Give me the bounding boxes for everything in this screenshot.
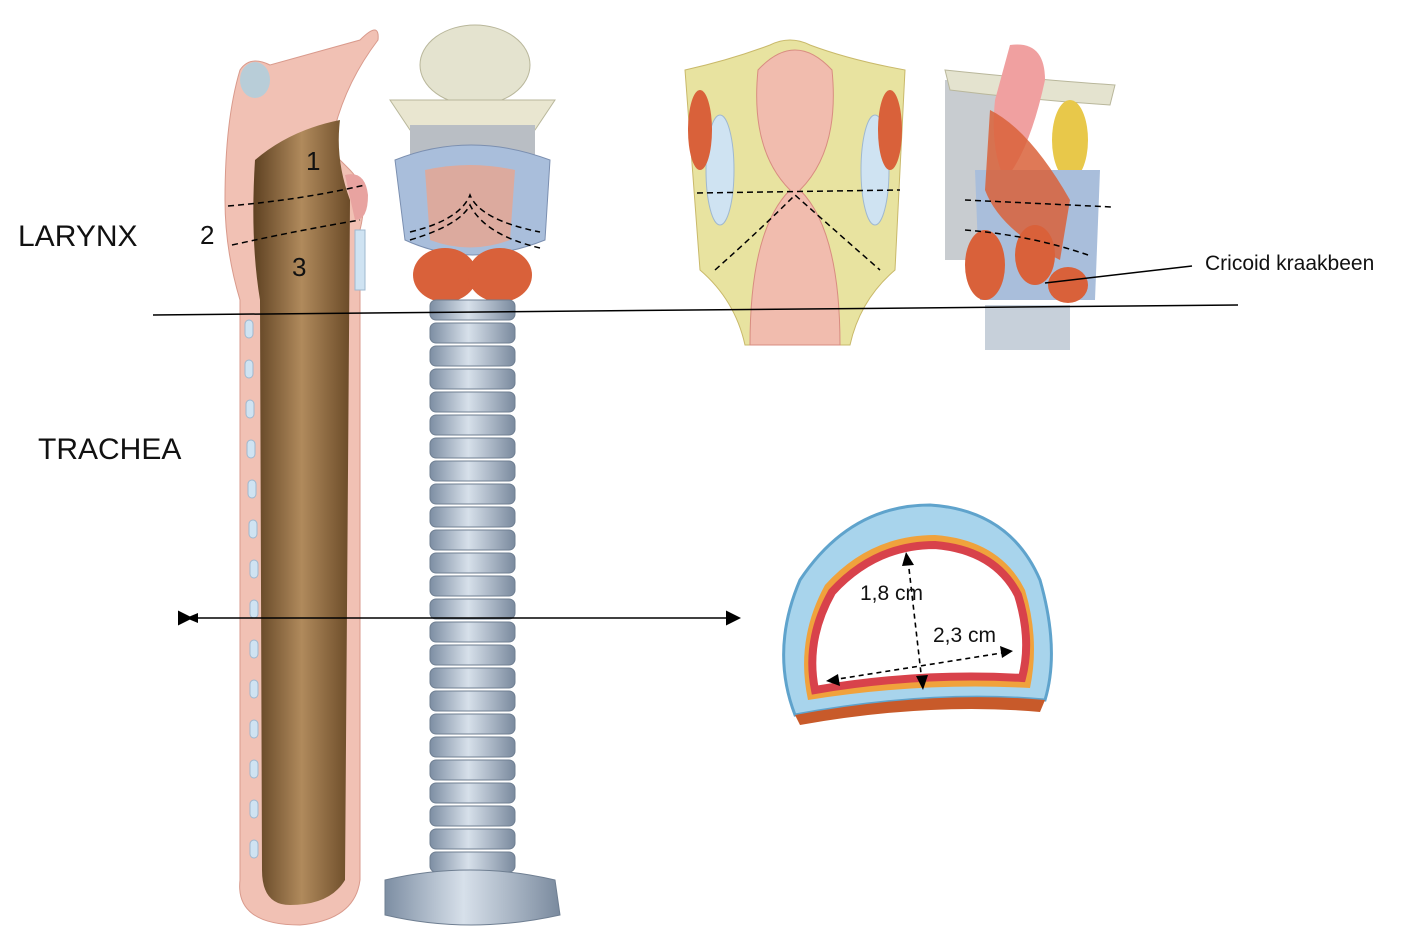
tracheal-ring: [429, 299, 516, 321]
tracheal-ring: [429, 391, 516, 413]
region-1-label: 1: [306, 146, 320, 176]
tracheal-ring: [429, 828, 516, 850]
tracheal-ring: [429, 736, 516, 758]
tracheal-ring: [429, 483, 516, 505]
tracheal-ring: [429, 598, 516, 620]
tracheal-ring: [429, 713, 516, 735]
tracheal-ring: [429, 644, 516, 666]
trachea-front-view: [384, 24, 561, 926]
cricoid-label: Cricoid kraakbeen: [1205, 252, 1374, 275]
tracheal-ring: [429, 552, 516, 574]
tracheal-ring: [429, 575, 516, 597]
width-measure-label: 2,3 cm: [933, 624, 996, 647]
tracheal-ring: [429, 621, 516, 643]
coronal-section: [684, 39, 906, 346]
lateral-larynx-view: Cricoid kraakbeen: [944, 44, 1374, 350]
region-3-label: 3: [292, 252, 306, 282]
larynx-label: LARYNX: [18, 220, 138, 253]
tracheal-ring: [429, 805, 516, 827]
tracheal-ring: [429, 667, 516, 689]
tracheal-ring: [429, 759, 516, 781]
tracheal-ring: [429, 368, 516, 390]
arrow-head-left: [186, 613, 198, 623]
larynx-trachea-divider: [152, 304, 1239, 316]
tracheal-ring: [429, 690, 516, 712]
tracheal-ring: [429, 414, 516, 436]
tracheal-ring: [429, 322, 516, 344]
tracheal-rings: [429, 299, 516, 896]
tracheal-ring: [429, 851, 516, 873]
sagittal-section: 1 2 3: [200, 29, 379, 926]
trachea-cross-section: 1,8 cm 2,3 cm: [782, 503, 1053, 725]
tracheal-ring: [429, 529, 516, 551]
trachea-label: TRACHEA: [38, 433, 181, 466]
cartilage-rings-sagittal: [244, 229, 366, 859]
height-measure-label: 1,8 cm: [860, 582, 923, 605]
tracheal-ring: [429, 460, 516, 482]
tracheal-ring: [429, 782, 516, 804]
tracheal-ring: [429, 437, 516, 459]
region-2-label: 2: [200, 220, 214, 250]
tracheal-ring: [429, 345, 516, 367]
tracheal-ring: [429, 506, 516, 528]
